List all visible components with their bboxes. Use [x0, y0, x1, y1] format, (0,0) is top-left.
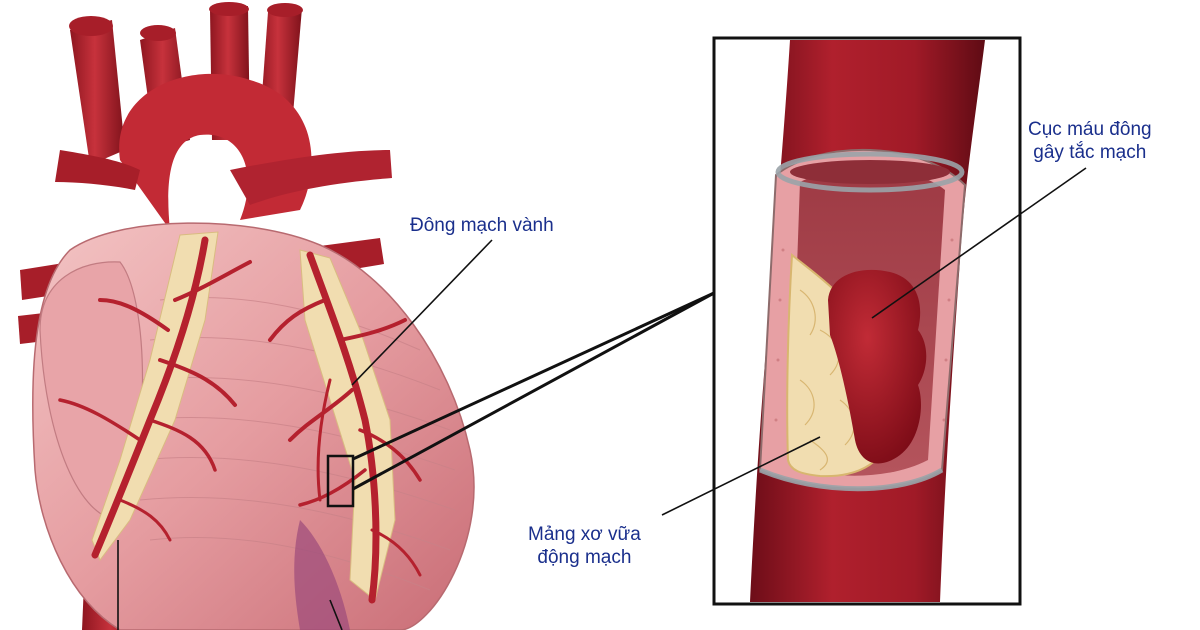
coronary-artery-label-text: Đông mạch vành — [410, 215, 554, 236]
zoom-connector-lines — [352, 291, 715, 491]
clot-label-line1: Cục máu đông — [1028, 119, 1152, 140]
zoom-region-box — [326, 454, 355, 508]
plaque-label-line1: Mảng xơ vữa — [528, 524, 641, 545]
clot-leader — [871, 167, 1087, 319]
artery-cross-section-panel — [712, 36, 1022, 606]
label-leader-lines — [117, 167, 1087, 630]
plaque-label-line2: động mạch — [537, 547, 632, 568]
coronary-arteries — [58, 236, 422, 604]
blood-clot — [828, 269, 927, 464]
heart — [18, 2, 475, 630]
coronary-leader — [351, 239, 493, 386]
clot-label: Cục máu đông gây tắc mạch — [1028, 118, 1152, 164]
cardiac-vein — [294, 520, 350, 630]
plaque-leader — [661, 436, 821, 516]
coronary-artery-label: Đông mạch vành — [410, 214, 554, 237]
heart-leader-right — [329, 599, 343, 630]
clot-label-line2: gây tắc mạch — [1033, 142, 1147, 163]
plaque-label: Mảng xơ vữa động mạch — [528, 523, 641, 569]
